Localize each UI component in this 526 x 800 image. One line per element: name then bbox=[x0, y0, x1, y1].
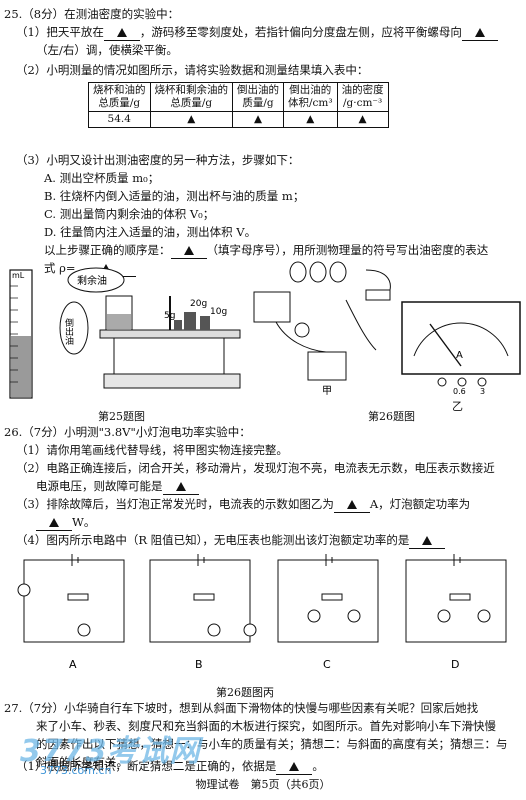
circuit-label-a: A bbox=[69, 658, 77, 671]
step-b: B. 往烧杯内倒入适量的油，测出杯与油的质量 m； bbox=[44, 189, 305, 203]
step-c: C. 测出量筒内剩余油的体积 V₀； bbox=[44, 207, 215, 221]
answer-blank[interactable] bbox=[333, 496, 370, 513]
circuits-bing: A B C D bbox=[17, 554, 507, 671]
weight-5g: 5g bbox=[164, 311, 175, 321]
ammeter-yi: A 0.6 3 bbox=[401, 301, 521, 396]
answer-blank[interactable] bbox=[409, 532, 446, 549]
watermark-logo: 3773考试网 bbox=[20, 734, 201, 769]
table-header-cell: 倒出油的质量/g bbox=[232, 82, 284, 112]
table-row: 54.4▲▲▲▲ bbox=[88, 111, 389, 128]
circuit-label-b: B bbox=[195, 658, 203, 671]
step-a: A. 测出空杯质量 m₀； bbox=[44, 171, 160, 185]
q27-line1: 27.（7分）小华骑自行车下坡时，想到从斜面下滑物体的快慢与哪些因素有关呢？回家… bbox=[4, 701, 479, 715]
terminal-3: 3 bbox=[480, 387, 485, 396]
bubble-poured-oil: 倒出油 bbox=[63, 317, 74, 346]
caption-26-bing: 第26题图丙 bbox=[216, 686, 274, 699]
q26-part1: （1）请你用笔画线代替导线，将甲图实物连接完整。 bbox=[16, 443, 288, 457]
figure-26-jia: 甲 bbox=[253, 261, 391, 397]
bubble-remaining-oil: 剩余油 bbox=[77, 274, 107, 287]
answer-blank[interactable] bbox=[170, 242, 207, 259]
table-cell: 54.4 bbox=[88, 111, 151, 128]
q27-part1: （1）根据所学知识，断定猜想二是正确的，依据是。 bbox=[16, 758, 324, 775]
q25-part3: （3）小明又设计出测油密度的另一种方法，步骤如下： bbox=[16, 153, 300, 167]
q25-heading: 25.（8分）在测油密度的实验中： bbox=[4, 7, 180, 21]
q27-line2: 来了小车、秒表、刻度尺和充当斜面的木板进行探究，如图所示。首先对影响小车下滑快慢 bbox=[36, 719, 496, 733]
weight-20g: 20g bbox=[190, 299, 207, 309]
table-cell[interactable]: ▲ bbox=[336, 111, 389, 128]
q27-line4: 斜面的长度有关。 bbox=[36, 755, 128, 769]
figure-25: mL 剩余油 倒出油 20g 10g 5g bbox=[9, 267, 241, 399]
q26-part2-line1: （2）电路正确连接后，闭合开关，移动滑片，发现灯泡不亮，电流表无示数，电压表示数… bbox=[16, 461, 495, 475]
caption-26: 第26题图 bbox=[368, 410, 415, 423]
cylinder-unit: mL bbox=[12, 271, 25, 280]
answer-blank[interactable] bbox=[103, 24, 140, 41]
q27-line3: 的因素作出以下猜想，猜想一：与小车的质量有关；猜想二：与斜面的高度有关；猜想三：… bbox=[36, 737, 508, 751]
label-yi: 乙 bbox=[452, 400, 463, 413]
circuit-label-c: C bbox=[323, 658, 331, 671]
q25-part1-line2: （左/右）调，使横梁平衡。 bbox=[36, 43, 178, 57]
table-header-cell: 烧杯和油的总质量/g bbox=[88, 82, 151, 112]
table-cell[interactable]: ▲ bbox=[149, 111, 233, 128]
answer-blank[interactable] bbox=[162, 478, 199, 495]
meter-unit: A bbox=[456, 350, 463, 361]
table-cell[interactable]: ▲ bbox=[232, 111, 284, 128]
caption-25: 第25题图 bbox=[98, 410, 145, 423]
q25-part3-order: 以上步骤正确的顺序是：（填字母序号），用所测物理量的符号写出油密度的表达 bbox=[44, 242, 489, 259]
watermark-url: 3773.com.cn bbox=[40, 764, 112, 777]
q26-part3-line2: W。 bbox=[36, 514, 95, 531]
page-footer: 物理试卷 第5页（共6页） bbox=[195, 778, 331, 791]
table-header-cell: 倒出油的体积/cm³ bbox=[283, 82, 338, 112]
answer-blank[interactable] bbox=[36, 514, 72, 531]
table-header-cell: 油的密度/g·cm⁻³ bbox=[336, 82, 389, 112]
table-header-cell: 烧杯和剩余油的总质量/g bbox=[149, 82, 233, 112]
circuit-label-d: D bbox=[451, 658, 459, 671]
q26-part4: （4）图丙所示电路中（R 阻值已知），无电压表也能测出该灯泡额定功率的是 bbox=[16, 532, 446, 549]
answer-blank[interactable] bbox=[461, 24, 498, 41]
q25-part1-line1: （1）把天平放在，游码移至零刻度处，若指针偏向分度盘左侧，应将平衡螺母向 bbox=[16, 24, 498, 41]
weight-10g: 10g bbox=[210, 307, 227, 317]
label-jia: 甲 bbox=[322, 386, 332, 397]
q25-part2: （2）小明测量的情况如图所示，请将实验数据和测量结果填入表中： bbox=[16, 63, 369, 77]
step-d: D. 往量筒内注入适量的油，测出体积 V。 bbox=[44, 225, 257, 239]
table-cell[interactable]: ▲ bbox=[283, 111, 338, 128]
q26-heading: 26.（7分）小明测"3.8V"小灯泡电功率实验中： bbox=[4, 425, 251, 439]
q26-part2-line2: 电源电压，则故障可能是 bbox=[36, 478, 199, 495]
terminal-06: 0.6 bbox=[453, 387, 466, 396]
answer-blank[interactable] bbox=[276, 758, 313, 775]
